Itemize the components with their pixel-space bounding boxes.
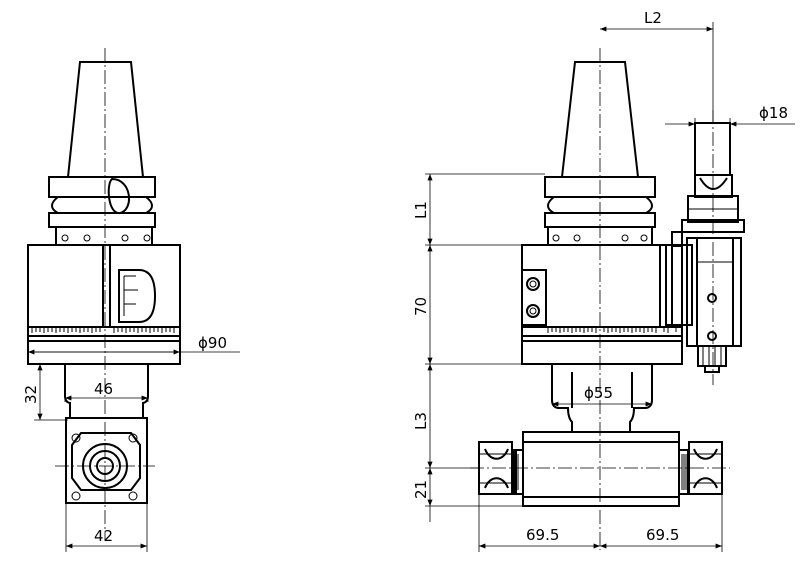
dim-dia18: ϕ18 [759, 104, 788, 122]
left-taper-shank [66, 61, 145, 178]
left-view [27, 48, 181, 540]
dim-32: 32 [22, 385, 40, 404]
dim-L2: L2 [644, 9, 662, 27]
left-screw-2 [83, 234, 91, 242]
right-view [470, 48, 745, 550]
left-head-screw-1 [71, 433, 81, 443]
right-lower-flange [521, 335, 683, 365]
left-screw-4 [143, 234, 151, 242]
dim-46: 46 [94, 380, 113, 398]
right-side-block [665, 244, 693, 326]
right-scale-ring [521, 326, 683, 337]
dim-L3: L3 [412, 412, 430, 430]
dim-70: 70 [412, 297, 430, 316]
dim-69-left: 69.5 [526, 526, 559, 544]
right-side-plate [521, 269, 547, 326]
left-dimensions: ϕ90 46 32 42 [22, 334, 240, 552]
left-logo-plate [118, 269, 157, 323]
left-head-screw-4 [128, 491, 138, 501]
right-spindle-housing [522, 431, 680, 507]
left-output-head [65, 417, 148, 504]
left-flange-top [48, 176, 156, 198]
left-key-slot [107, 177, 131, 214]
right-cylinder-tool [694, 122, 731, 176]
dim-21: 21 [412, 480, 430, 499]
dim-dia90: ϕ90 [198, 334, 227, 352]
left-screw-3 [121, 234, 129, 242]
left-scale-ring [27, 326, 181, 337]
left-screw-1 [61, 234, 69, 242]
dim-dia55: ϕ55 [584, 384, 613, 402]
left-flange-bottom [48, 212, 156, 228]
left-head-screw-3 [71, 491, 81, 501]
left-head-screw-2 [128, 433, 138, 443]
right-dimensions: L1 70 L3 21 L2 ϕ18 ϕ55 69.5 69.5 [412, 9, 795, 552]
dim-L1: L1 [412, 201, 430, 219]
dim-69-right: 69.5 [646, 526, 679, 544]
left-collar [55, 226, 153, 246]
left-flange-groove [51, 196, 153, 214]
dim-42: 42 [94, 527, 113, 545]
